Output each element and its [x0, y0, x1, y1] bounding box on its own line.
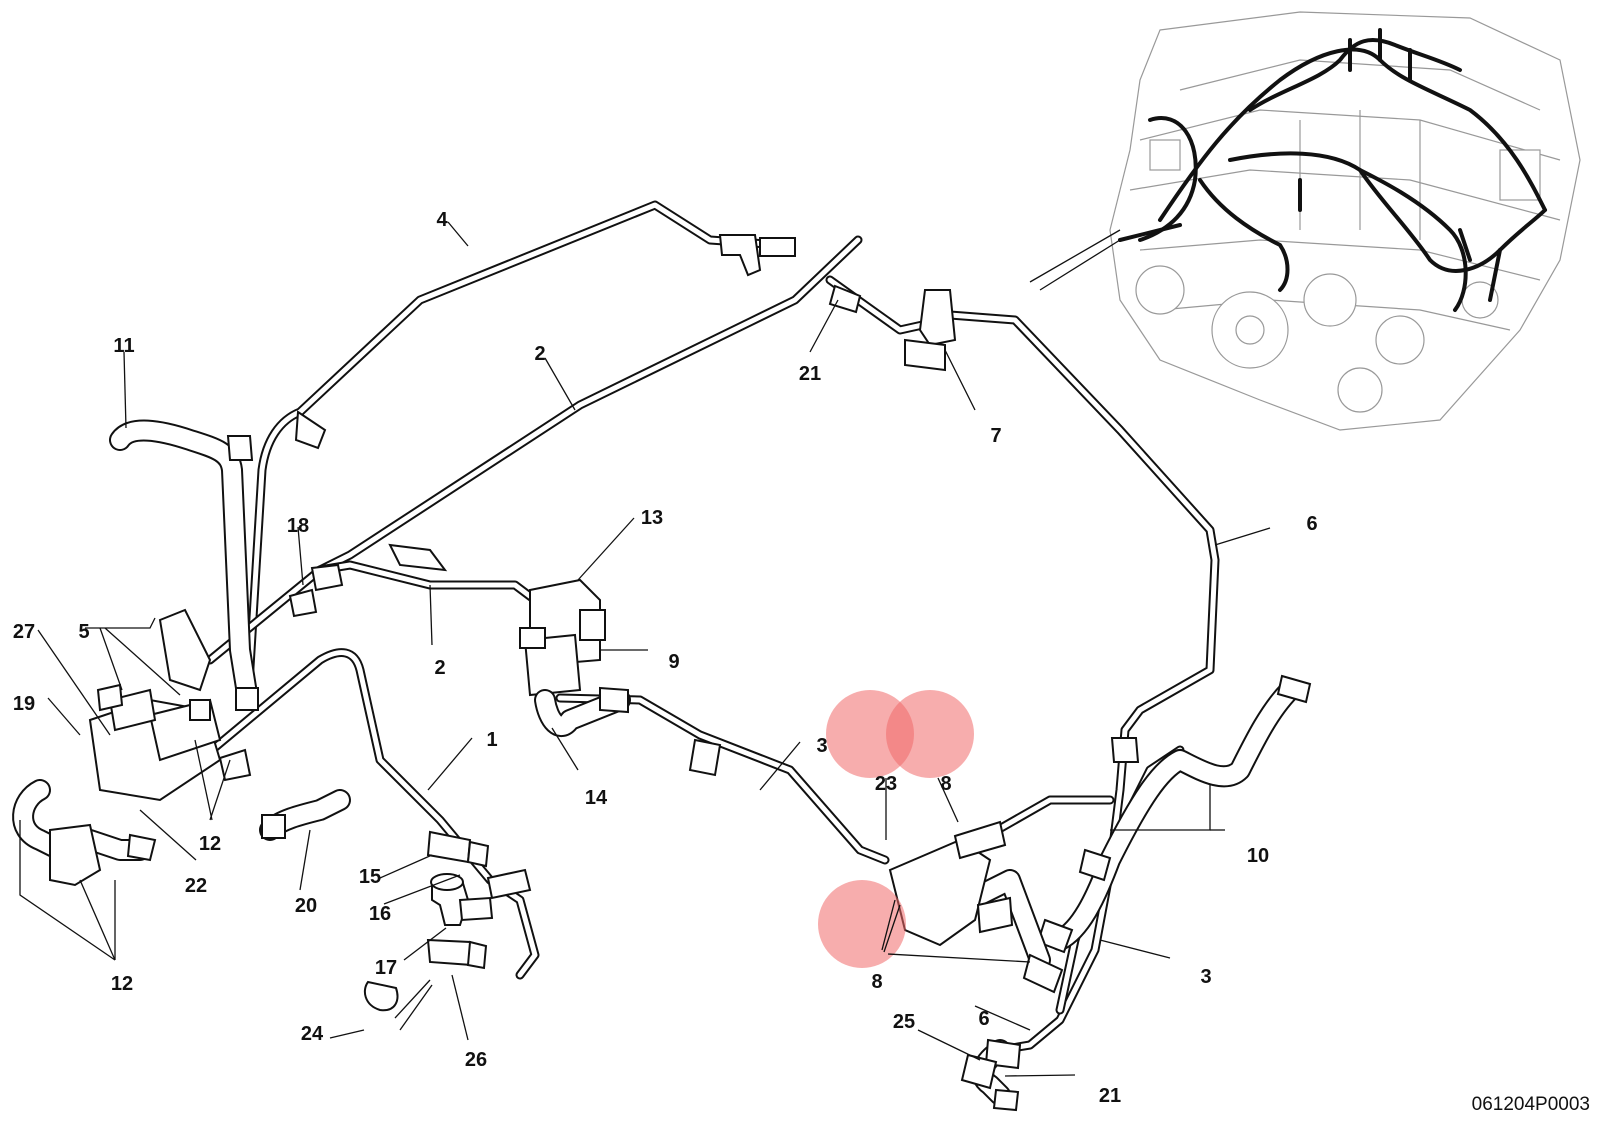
callout-c5: 5 — [78, 621, 89, 643]
callout-c13: 13 — [641, 507, 663, 529]
callout-c20: 20 — [295, 895, 317, 917]
callout-c8a: 8 — [940, 773, 951, 795]
hose-21-top — [825, 275, 957, 372]
callout-c21b: 21 — [1099, 1085, 1121, 1107]
callout-c27: 27 — [13, 621, 35, 643]
callout-c6b: 6 — [978, 1008, 989, 1030]
callout-c3a: 3 — [816, 735, 827, 757]
callout-c12b: 12 — [111, 973, 133, 995]
pipe-6 — [945, 310, 1220, 1055]
highlight-marker-8-bottom — [818, 880, 906, 968]
callout-c15: 15 — [359, 866, 381, 888]
callout-c9: 9 — [668, 651, 679, 673]
callout-c23: 23 — [875, 773, 897, 795]
callout-c10: 10 — [1247, 845, 1269, 867]
highlight-markers — [818, 690, 974, 968]
hose-25-21-bottom — [960, 1038, 1022, 1112]
callout-c24: 24 — [301, 1023, 324, 1045]
callout-c21a: 21 — [799, 363, 821, 385]
hose-11 — [109, 419, 259, 711]
callout-c26: 26 — [465, 1049, 487, 1071]
small-fittings — [363, 830, 532, 1012]
hose-10 — [1036, 674, 1312, 954]
valve-9-assembly — [519, 578, 631, 737]
callout-c2b: 2 — [434, 657, 445, 679]
overview-pointer-line — [1029, 229, 1121, 283]
callout-c3b: 3 — [1200, 966, 1211, 988]
callout-c11: 11 — [113, 335, 134, 357]
callout-c1: 1 — [486, 729, 497, 751]
pipe-4 — [243, 200, 796, 705]
callout-c17: 17 — [375, 957, 397, 979]
callout-c18: 18 — [287, 515, 309, 537]
valve-cluster-8-23 — [888, 795, 1115, 994]
pump-assembly-left — [12, 608, 351, 887]
callout-c12a: 12 — [199, 833, 221, 855]
callout-c22: 22 — [185, 875, 207, 897]
drawing-number: 061204P0003 — [1472, 1094, 1590, 1115]
hose-assembly — [12, 200, 1312, 1112]
callout-c19: 19 — [13, 693, 35, 715]
callout-c4: 4 — [436, 209, 448, 231]
callout-c25: 25 — [893, 1011, 915, 1033]
callout-c16: 16 — [369, 903, 391, 925]
callout-c6a: 6 — [1306, 513, 1317, 535]
callout-c7: 7 — [990, 425, 1001, 447]
highlight-marker-8-top — [886, 690, 974, 778]
callout-labels: 4 2 2 1 3 3 6 6 7 9 13 14 21 21 11 18 10… — [13, 209, 1318, 1107]
engine-overview-illustration — [1029, 11, 1581, 431]
callout-c2a: 2 — [534, 343, 545, 365]
callout-c14: 14 — [585, 787, 608, 809]
callout-c8b: 8 — [871, 971, 882, 993]
leader-lines — [19, 221, 1271, 1077]
